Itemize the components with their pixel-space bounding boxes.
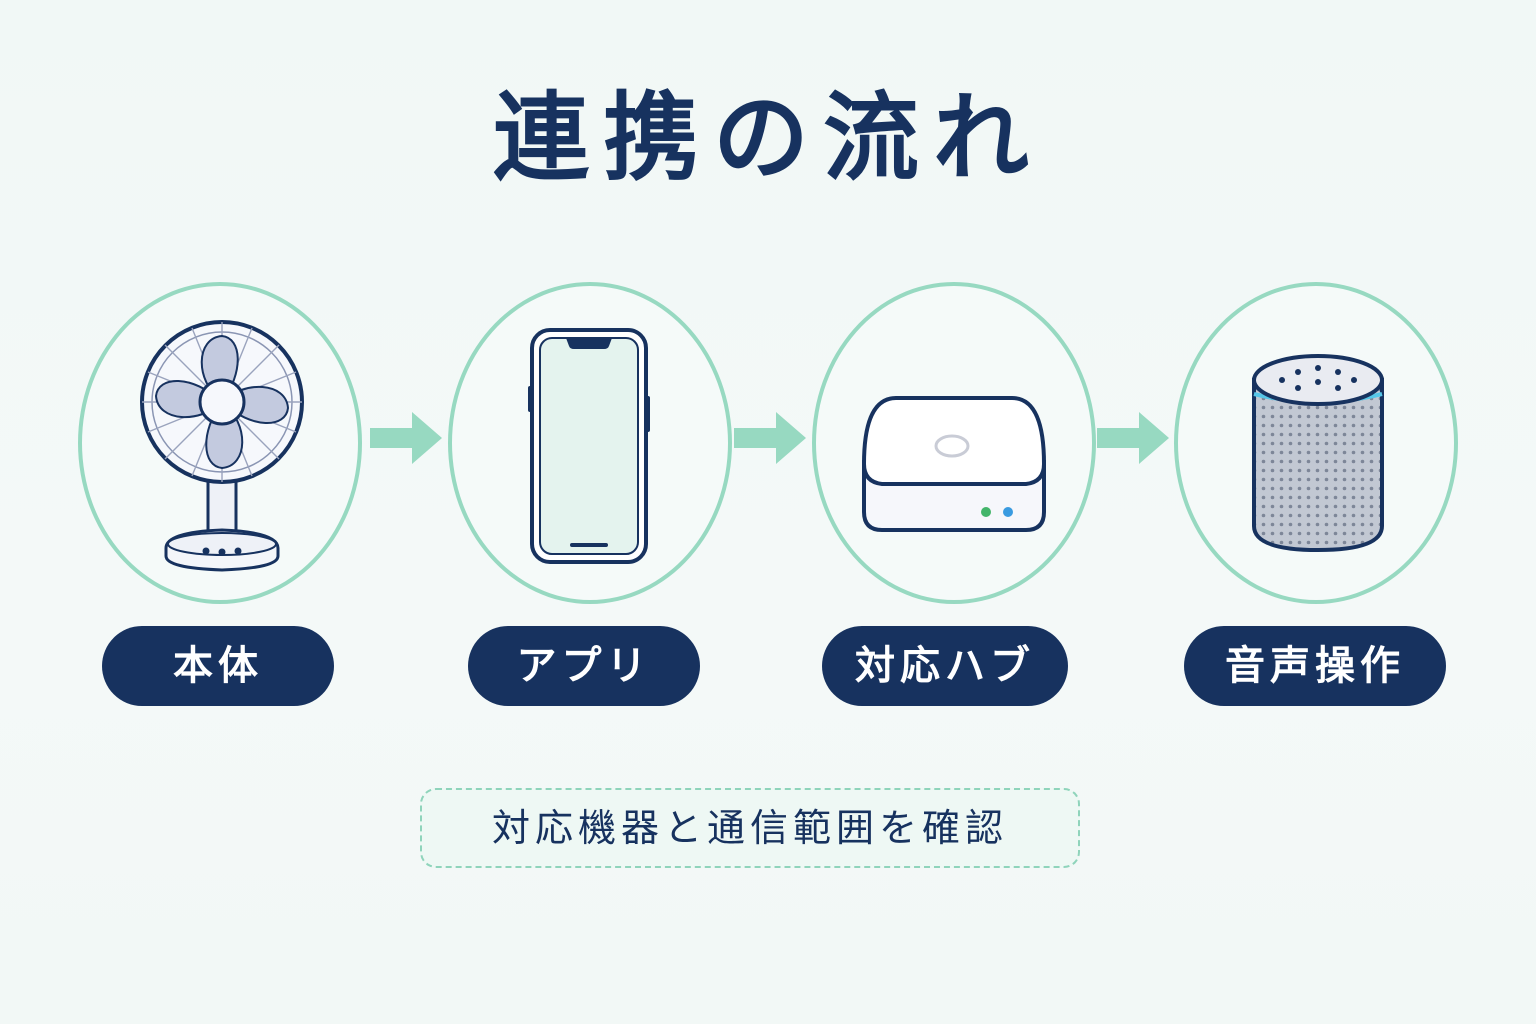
step-circle [812, 282, 1096, 604]
step-label: 音声操作 [1184, 626, 1446, 706]
arrow-right-icon [1097, 412, 1169, 464]
electric-fan-icon [140, 320, 304, 572]
smart-speaker-icon [1252, 354, 1384, 553]
step-circle [78, 282, 362, 604]
arrow-right-icon [370, 412, 442, 464]
smartphone-icon [528, 328, 650, 564]
step-voice-control: 音声操作 [1174, 282, 1464, 712]
step-hub: 対応ハブ [812, 282, 1102, 712]
page-title: 連携の流れ [493, 82, 1043, 194]
step-app: アプリ [448, 282, 738, 712]
confirmation-note: 対応機器と通信範囲を確認 [420, 788, 1080, 868]
step-label: 対応ハブ [822, 626, 1068, 706]
smart-hub-icon [861, 396, 1047, 532]
arrow-right-icon [734, 412, 806, 464]
step-circle [1174, 282, 1458, 604]
step-circle [448, 282, 732, 604]
step-label: アプリ [468, 626, 700, 706]
step-main-unit: 本体 [78, 282, 368, 712]
step-label: 本体 [102, 626, 334, 706]
